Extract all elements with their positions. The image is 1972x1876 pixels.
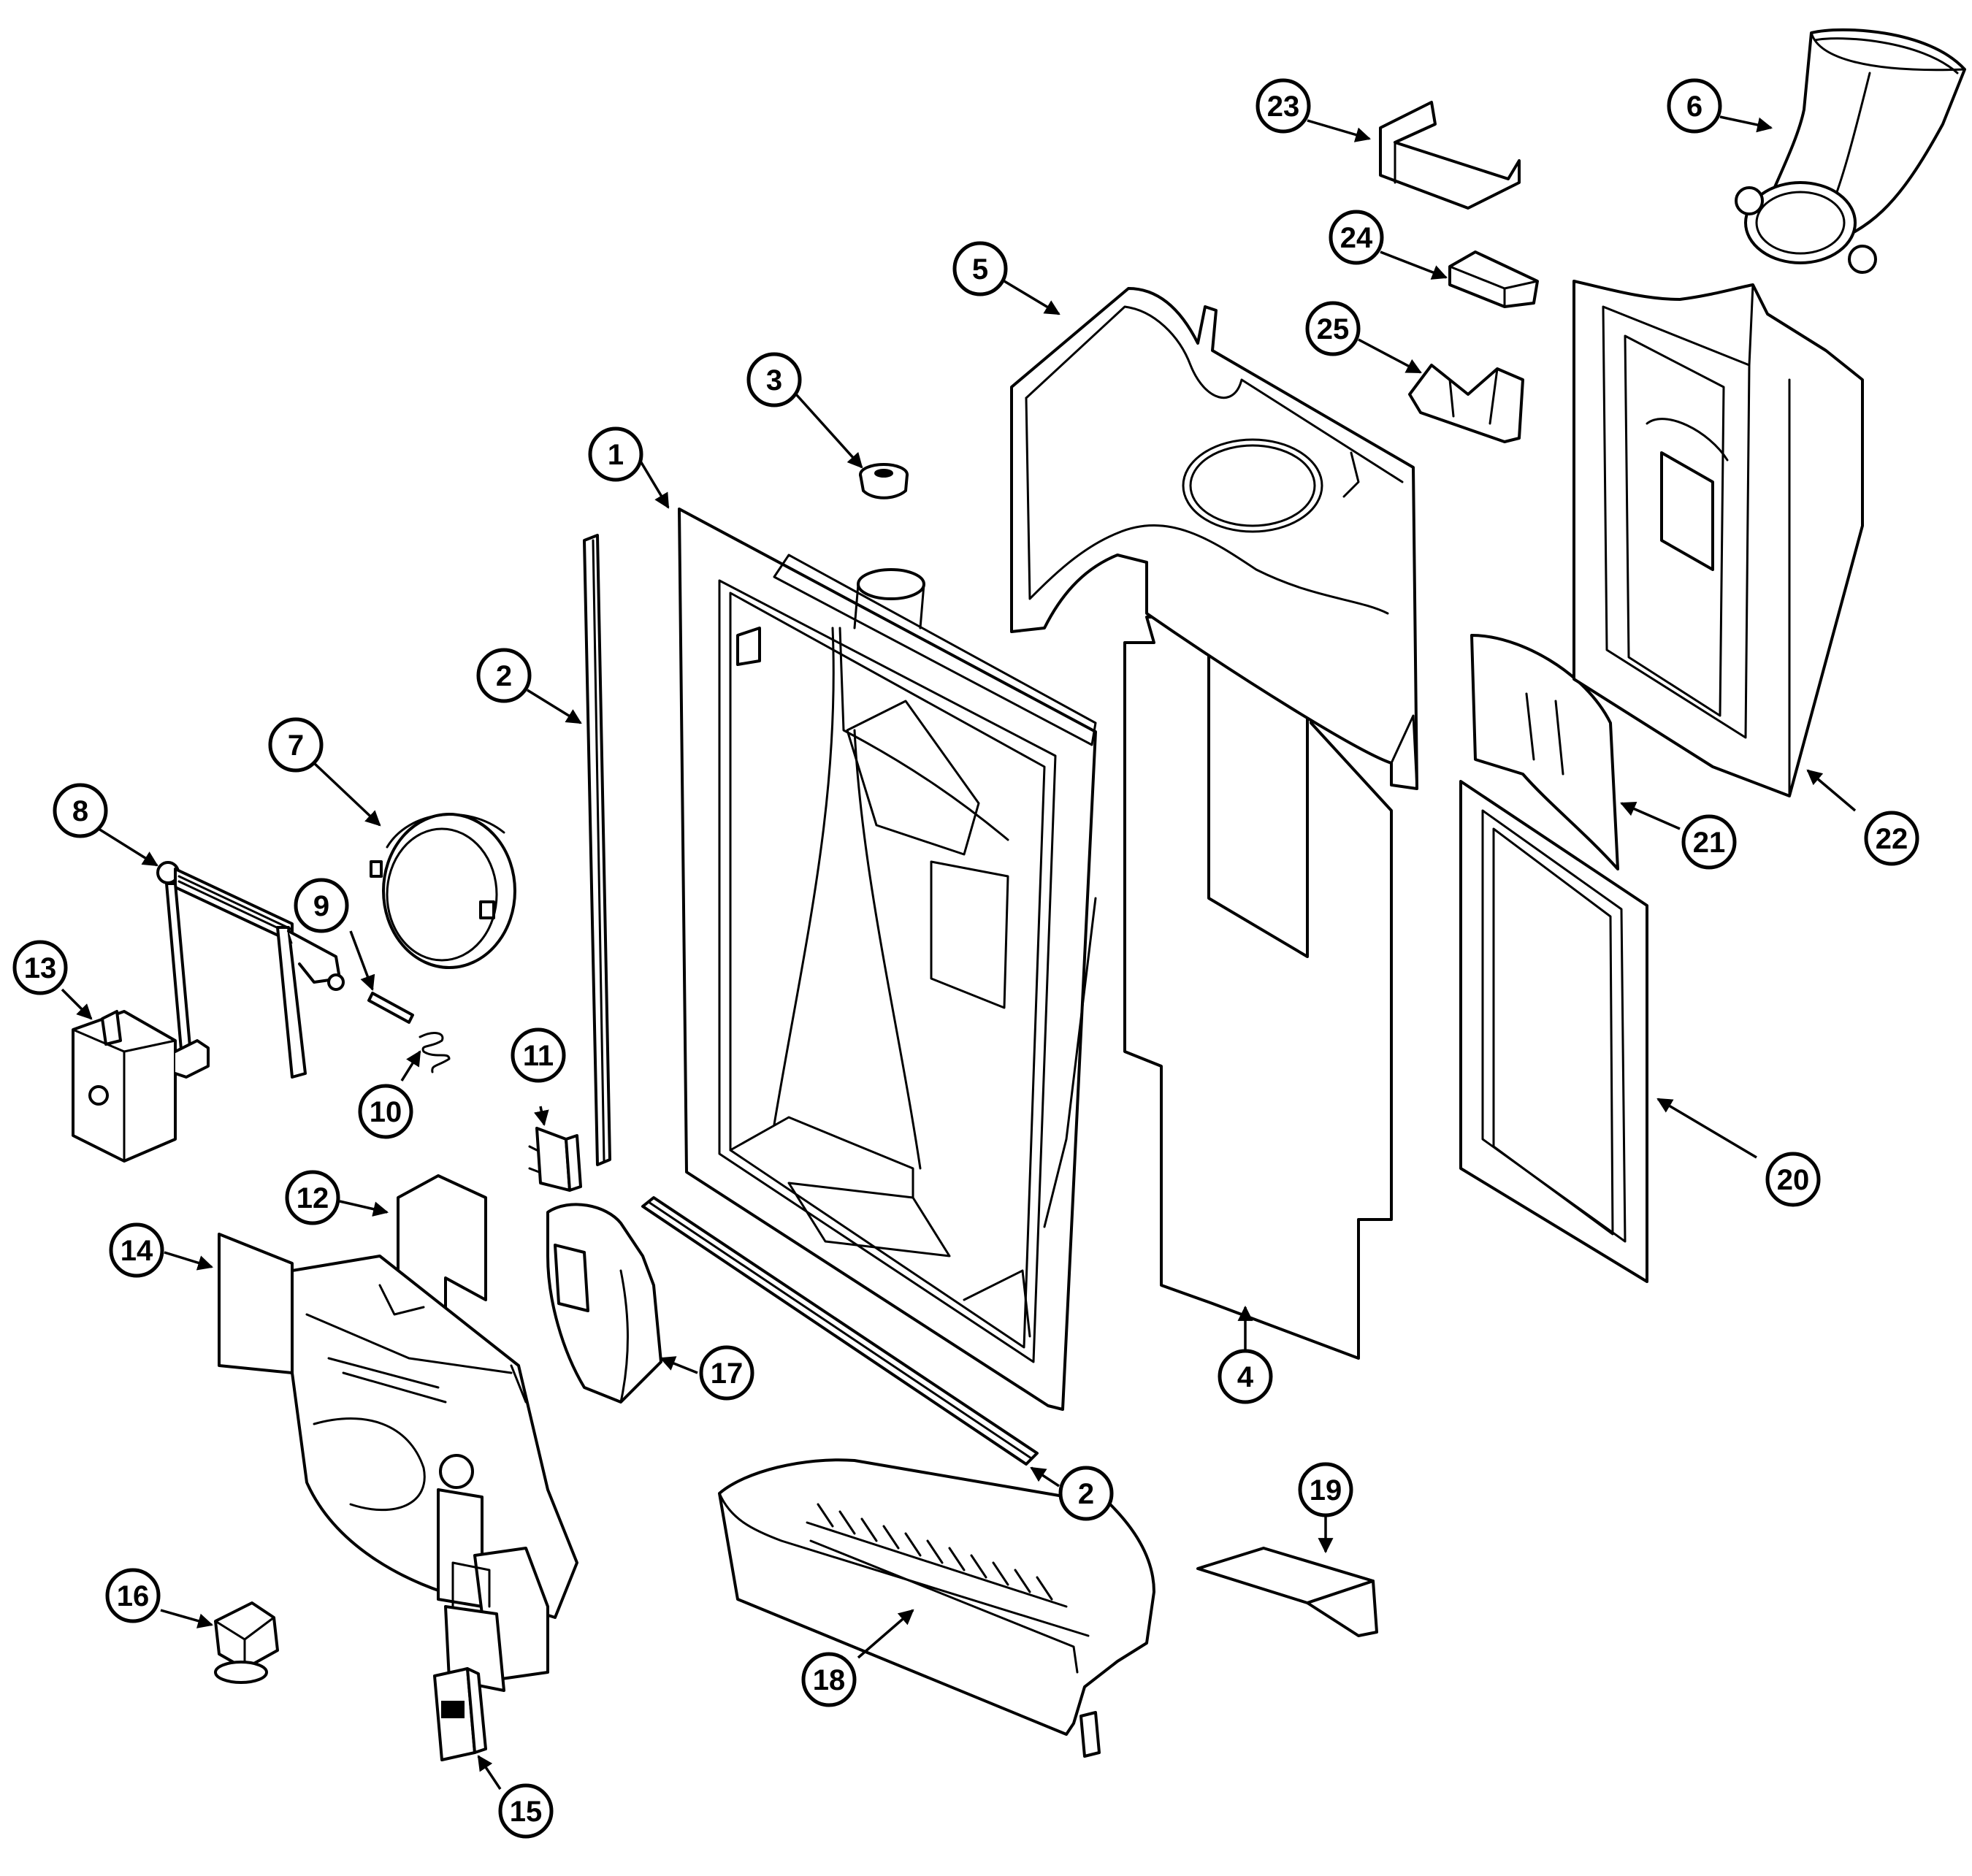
leader-lines [61,115,1857,1790]
callout-10: 10 [358,1084,413,1139]
callout-1: 1 [588,426,643,482]
callout-14: 14 [109,1222,164,1278]
callout-7: 7 [268,717,324,773]
callout-14-label: 14 [121,1235,153,1267]
callout-7-label: 7 [288,730,304,762]
part-housing-frame [678,508,1097,1411]
callout-labels: 1 2 2 3 4 5 6 7 8 9 10 11 12 13 14 15 16… [12,78,1919,1839]
part-plug [859,463,909,499]
callout-21: 21 [1681,814,1737,870]
part-block [1448,250,1539,308]
callout-16-label: 16 [117,1580,150,1612]
callout-4-label: 4 [1237,1361,1254,1393]
callout-11-label: 11 [523,1040,554,1072]
callout-12: 12 [285,1170,340,1225]
part-trim-strip-vertical [583,534,611,1166]
part-knob-cap [214,1601,279,1684]
callout-9: 9 [294,878,349,933]
callout-3-label: 3 [766,364,782,397]
callout-21-label: 21 [1693,827,1726,859]
callout-22-label: 22 [1876,823,1908,855]
part-gasket-frame [1459,780,1648,1283]
part-spring [419,1032,451,1073]
part-round-cover [370,813,516,969]
part-micro-switch [528,1127,582,1192]
callout-15-label: 15 [510,1796,543,1828]
part-rocker-switch [433,1667,487,1761]
callout-15: 15 [498,1783,554,1839]
callout-18-label: 18 [813,1664,846,1696]
callout-5: 5 [952,241,1008,296]
part-deflector [1470,634,1619,870]
part-pin [367,992,414,1024]
part-crusher-assembly [218,1233,578,1692]
callout-19: 19 [1298,1462,1353,1517]
callout-22: 22 [1864,811,1919,866]
callout-2-lower-label: 2 [1078,1478,1094,1510]
callout-19-label: 19 [1310,1474,1342,1506]
part-trim-strip-horizontal [641,1196,1039,1466]
part-dispenser-bezel [1572,280,1864,797]
callout-2-upper: 2 [476,648,532,703]
part-insulation-panel [1123,616,1393,1360]
callout-10-label: 10 [370,1096,402,1128]
callout-11: 11 [511,1027,566,1083]
part-ice-chute [1735,28,1966,274]
part-dispenser-paddle [546,1203,662,1404]
callout-24: 24 [1329,210,1384,265]
callout-24-label: 24 [1340,222,1373,254]
callout-2-upper-label: 2 [496,660,512,692]
part-clip [1408,364,1524,443]
callout-3: 3 [746,352,802,407]
part-drip-tray [718,1458,1155,1758]
part-pad [1196,1547,1378,1637]
part-solenoid [72,1010,210,1163]
part-actuator-arm [156,861,345,1079]
callout-17: 17 [699,1345,754,1401]
callout-17-label: 17 [711,1358,744,1390]
callout-8-label: 8 [72,795,88,827]
callout-25-label: 25 [1317,313,1350,345]
callout-23-label: 23 [1267,91,1300,123]
callout-20-label: 20 [1777,1164,1810,1196]
callout-6-label: 6 [1686,91,1702,123]
callout-9-label: 9 [313,890,329,922]
callout-18: 18 [801,1652,857,1707]
part-back-cover [1010,287,1418,790]
callout-6: 6 [1667,78,1722,134]
callout-16: 16 [105,1568,161,1623]
callout-23: 23 [1256,78,1311,134]
callout-8: 8 [53,783,108,838]
callout-5-label: 5 [972,253,988,286]
callout-2-lower: 2 [1058,1466,1114,1521]
callout-13: 13 [12,940,68,995]
callout-1-label: 1 [608,439,624,471]
callout-12-label: 12 [297,1182,329,1214]
callout-25: 25 [1305,301,1361,356]
callout-4: 4 [1218,1349,1273,1404]
callout-13-label: 13 [24,952,57,984]
callout-20: 20 [1765,1152,1821,1207]
part-bracket [1379,101,1521,210]
